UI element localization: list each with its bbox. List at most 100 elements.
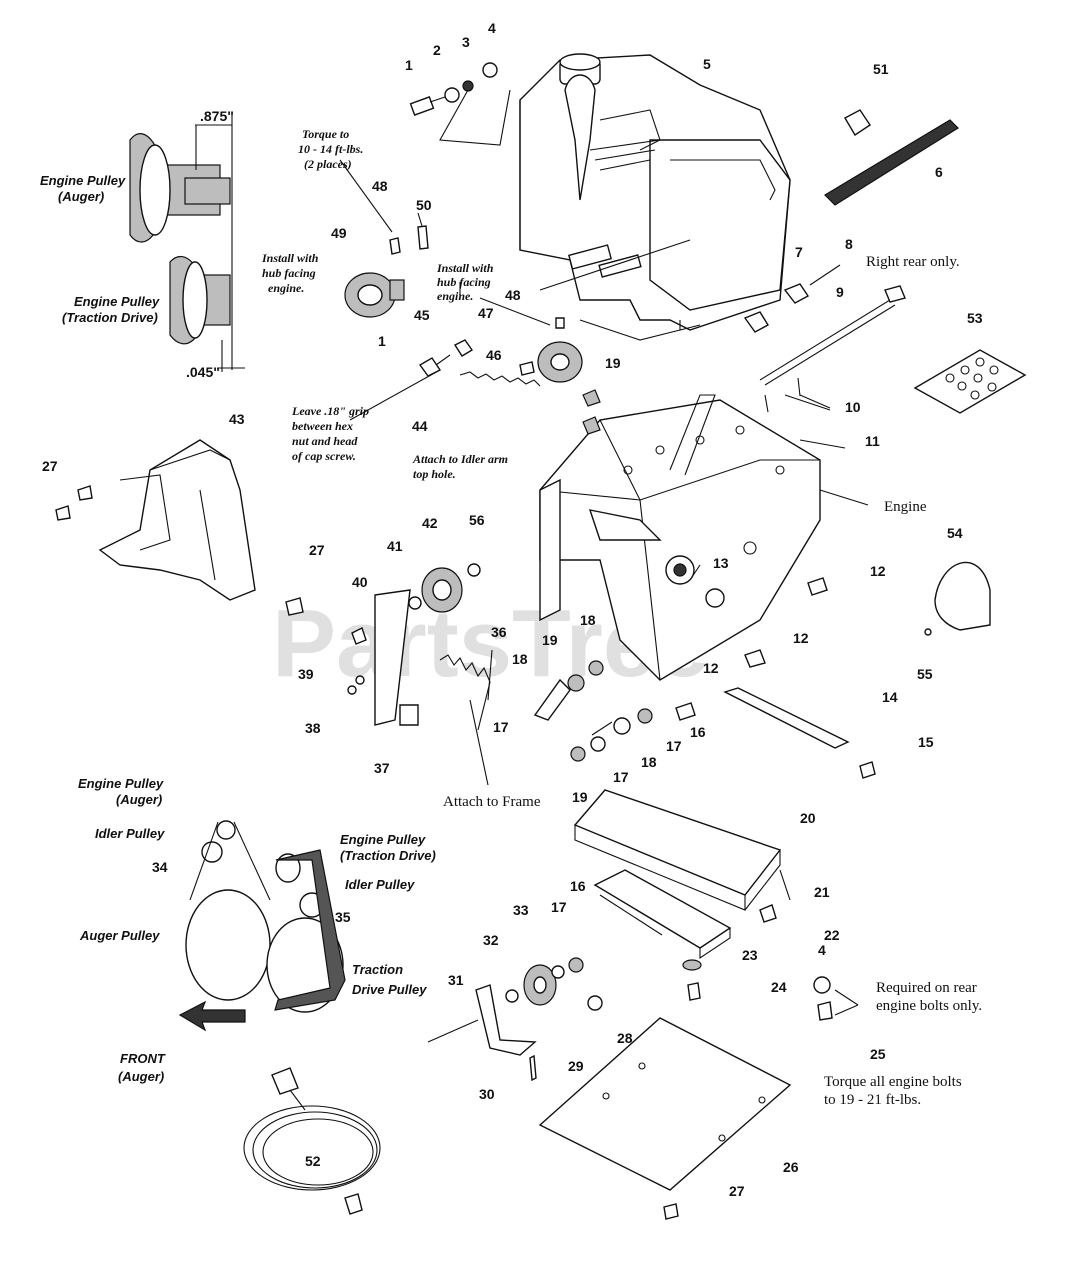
part-number: 15 xyxy=(918,734,934,750)
belt-label-engine-pulley-auger: Engine Pulley (Auger) xyxy=(78,776,167,807)
label-line: to 19 - 21 ft-lbs. xyxy=(824,1092,921,1108)
part-number: 17 xyxy=(613,769,629,785)
note-line: between hex xyxy=(292,419,353,433)
label-line: Traction xyxy=(352,962,403,977)
note-line: nut and head xyxy=(292,434,358,448)
part-number: 12 xyxy=(703,660,719,676)
part-number: 4 xyxy=(488,20,496,36)
label-line: Engine Pulley xyxy=(78,776,164,791)
part-number: 27 xyxy=(309,542,325,558)
part-number: 38 xyxy=(305,720,321,736)
note-line: of cap screw. xyxy=(292,449,356,463)
part-number: 25 xyxy=(870,1046,886,1062)
part-number: 35 xyxy=(335,909,351,925)
callout-line: (Traction Drive) xyxy=(62,310,158,325)
note-line: 10 - 14 ft-lbs. xyxy=(298,142,363,156)
part-number: 17 xyxy=(551,899,567,915)
label-line: Engine Pulley xyxy=(340,832,426,847)
dimension-top: .875" xyxy=(200,108,234,124)
part-number: 31 xyxy=(448,972,464,988)
belt-label-auger-pulley: Auger Pulley xyxy=(79,928,160,943)
part-number: 46 xyxy=(486,347,502,363)
callout-line: (Auger) xyxy=(58,189,104,204)
part-number: 5 xyxy=(703,56,711,72)
part-number: 24 xyxy=(771,979,787,995)
part-number: 49 xyxy=(331,225,347,241)
frame-assembly xyxy=(539,394,821,681)
part-number: 43 xyxy=(229,411,245,427)
part-number: 6 xyxy=(935,164,943,180)
label-line: Drive Pulley xyxy=(352,982,427,997)
part-number: 28 xyxy=(617,1030,633,1046)
part-number: 2 xyxy=(433,42,441,58)
part-number: 36 xyxy=(491,624,507,640)
callout-line: Engine Pulley xyxy=(40,173,126,188)
part-number: 10 xyxy=(845,399,861,415)
note-line: Attach to Idler arm xyxy=(412,452,508,466)
engine-pulley-traction-detail xyxy=(169,255,245,372)
part-number: 1 xyxy=(405,57,413,73)
note-line: Torque to xyxy=(302,127,349,141)
part-number: 37 xyxy=(374,760,390,776)
part-number: 7 xyxy=(795,244,803,260)
belt-routing-diagram xyxy=(178,820,346,1032)
label-line: engine bolts only. xyxy=(876,998,982,1014)
part-number: 53 xyxy=(967,310,983,326)
part-number: 29 xyxy=(568,1058,584,1074)
lower-brackets xyxy=(427,789,833,1220)
part-number: 3 xyxy=(462,34,470,50)
assembly-notes: Torque to 10 - 14 ft-lbs. (2 places) Ins… xyxy=(261,127,508,481)
part-number: 44 xyxy=(412,418,428,434)
part-number: 48 xyxy=(372,178,388,194)
part-number: 55 xyxy=(917,666,933,682)
belt-label-idler-pulley-1: Idler Pulley xyxy=(95,826,165,841)
part-number: 45 xyxy=(414,307,430,323)
label-line: (Traction Drive) xyxy=(340,848,436,863)
note-line: engine. xyxy=(437,289,473,303)
part-number: 27 xyxy=(729,1183,745,1199)
note-install-hub-49: Install with hub facing engine. xyxy=(261,251,321,295)
note-line: engine. xyxy=(268,281,304,295)
note-torque-idler: Torque to 10 - 14 ft-lbs. (2 places) xyxy=(298,127,366,171)
part-number: 56 xyxy=(469,512,485,528)
note-line: hub facing xyxy=(437,275,491,289)
part-number: 17 xyxy=(666,738,682,754)
label-line: (Auger) xyxy=(118,1069,164,1084)
part-number: 52 xyxy=(305,1153,321,1169)
part-number: 42 xyxy=(422,515,438,531)
part-number: 54 xyxy=(947,525,963,541)
note-install-hub-47: Install with hub facing engine. xyxy=(436,261,496,303)
belt-label-traction-drive-pulley: Traction Drive Pulley xyxy=(352,962,427,997)
part-number: 50 xyxy=(416,197,432,213)
part-number: 51 xyxy=(873,61,889,77)
engine-pulley-auger-detail xyxy=(129,112,233,370)
part-number: 19 xyxy=(542,632,558,648)
leader-lines xyxy=(339,100,869,1016)
part-number: 12 xyxy=(793,630,809,646)
part-number: 41 xyxy=(387,538,403,554)
part-number: 30 xyxy=(479,1086,495,1102)
part-number: 34 xyxy=(152,859,168,875)
label-right-rear: Right rear only. xyxy=(866,254,960,270)
part-number: 47 xyxy=(478,305,494,321)
part-number: 16 xyxy=(690,724,706,740)
dimension-bottom: .045" xyxy=(186,364,220,380)
label-engine: Engine xyxy=(884,499,927,515)
label-attach-frame: Attach to Frame xyxy=(443,794,541,810)
note-line: top hole. xyxy=(413,467,456,481)
part-number: 18 xyxy=(512,651,528,667)
label-line: FRONT xyxy=(120,1051,166,1066)
part-number: 48 xyxy=(505,287,521,303)
part-number: 26 xyxy=(783,1159,799,1175)
part-number: 32 xyxy=(483,932,499,948)
part-number-labels: 1 2 3 4 5 51 6 48 50 49 48 45 47 1 46 7 … xyxy=(42,20,983,1199)
label-torque-engine: Torque all engine bolts to 19 - 21 ft-lb… xyxy=(824,1074,965,1108)
note-leave-grip: Leave .18" grip between hex nut and head… xyxy=(291,404,372,463)
note-line: Install with xyxy=(436,261,494,275)
callout-engine-pulley-traction: Engine Pulley (Traction Drive) xyxy=(62,294,163,325)
part-number: 4 xyxy=(818,942,826,958)
label-required-rear: Required on rear engine bolts only. xyxy=(876,980,982,1014)
part-number: 8 xyxy=(845,236,853,252)
extension-cord xyxy=(243,1067,381,1215)
